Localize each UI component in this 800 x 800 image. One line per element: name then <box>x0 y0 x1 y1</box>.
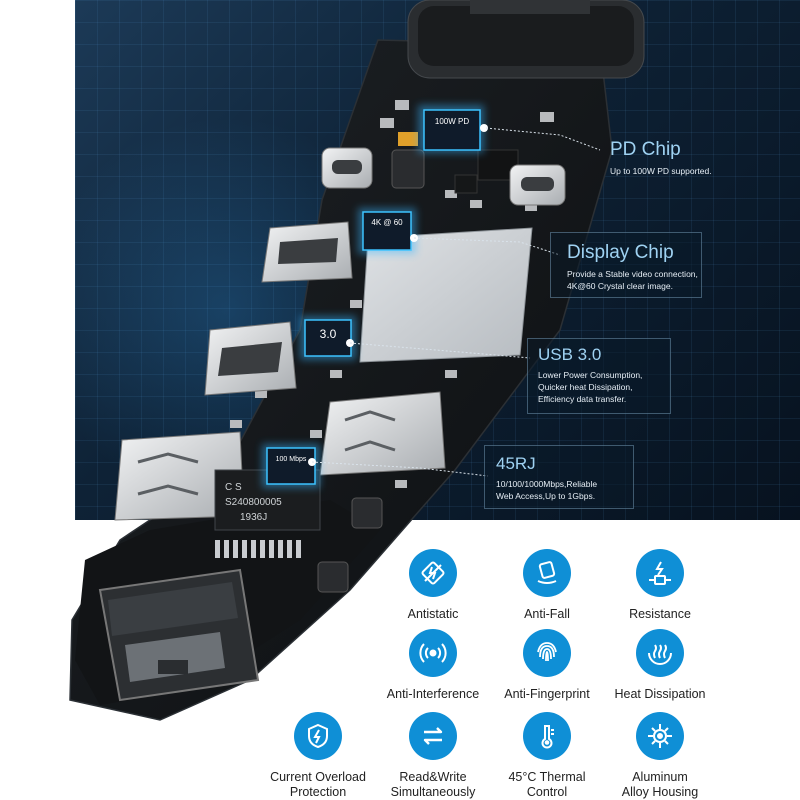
hdmi-port <box>204 321 297 396</box>
antistatic-icon <box>409 549 457 597</box>
callout-pd-chip: PD Chip Up to 100W PD supported. <box>610 140 712 177</box>
feature-antistatic: Antistatic <box>373 549 493 622</box>
chip-display-label: 4K @ 60 <box>371 218 403 227</box>
read-write-arrows-icon <box>409 712 457 760</box>
chip-display: 4K @ 60 <box>358 208 418 254</box>
feature-label: Antistatic <box>407 607 459 621</box>
pin-header <box>215 540 301 558</box>
feature-label: Resistance <box>629 607 691 621</box>
display-callout-box <box>550 232 702 298</box>
callout-45rj: 45RJ 10/100/1000Mbps,Reliable Web Access… <box>496 455 597 502</box>
transformer-line-3: 1936J <box>240 512 267 523</box>
feature-anti-fingerprint: Anti-Fingerprint <box>487 629 607 702</box>
feature-label: Anti-Interference <box>386 687 480 701</box>
rj45-port <box>98 568 260 702</box>
feature-label: Anti-Fingerprint <box>504 687 590 701</box>
chip-usb: 3.0 <box>300 316 356 360</box>
usb-c-port <box>509 164 566 206</box>
inductor <box>391 149 425 189</box>
chip-lan: 100 Mbps <box>262 444 320 488</box>
feature-anti-fall: Anti-Fall <box>487 549 607 622</box>
thermometer-icon <box>523 712 571 760</box>
callout-desc: 10/100/1000Mbps,Reliable Web Access,Up t… <box>496 479 598 501</box>
callout-usb: USB 3.0 Lower Power Consumption, Quicker… <box>538 346 642 405</box>
tantalum-capacitor <box>398 132 418 146</box>
alloy-housing-icon <box>636 712 684 760</box>
feature-anti-interference: Anti-Interference <box>373 629 493 702</box>
feature-label: Heat Dissipation <box>614 687 706 701</box>
transformer-line-1: C S <box>225 482 242 493</box>
transformer-line-2: S240800005 <box>225 497 282 508</box>
callout-leader-lines <box>311 127 601 477</box>
anti-interference-icon <box>409 629 457 677</box>
callout-desc: Up to 100W PD supported. <box>610 166 712 176</box>
usb-a-port <box>319 391 446 476</box>
callout-title: USB 3.0 <box>538 345 602 364</box>
anti-fall-icon <box>523 549 571 597</box>
overload-shield-icon <box>294 712 342 760</box>
hdmi-port <box>261 221 353 283</box>
callout-desc: Provide a Stable video connection, 4K@60… <box>567 269 698 291</box>
feature-resistance: Resistance <box>600 549 720 622</box>
resistance-icon <box>636 549 684 597</box>
chip-pd: 100W PD <box>418 105 488 153</box>
fingerprint-icon <box>523 629 571 677</box>
callout-title: PD Chip <box>610 139 681 160</box>
feature-label: Anti-Fall <box>524 607 570 621</box>
feature-heat-dissipation: Heat Dissipation <box>600 629 720 702</box>
display-chip-shield <box>359 227 533 363</box>
rj45-callout-box <box>484 445 634 509</box>
usb-c-port <box>321 147 373 189</box>
callout-desc: Lower Power Consumption, Quicker heat Di… <box>538 370 643 404</box>
callout-title: Display Chip <box>567 242 674 263</box>
callout-display-chip: Display Chip Provide a Stable video conn… <box>567 243 698 292</box>
chip-lan-label: 100 Mbps <box>276 456 307 463</box>
usb-a-port <box>114 431 245 521</box>
chip-pd-label: 100W PD <box>435 117 469 126</box>
power-inductors <box>317 497 383 593</box>
usb-c-connector <box>407 0 645 79</box>
usb-callout-box <box>527 338 671 414</box>
chip-usb-label: 3.0 <box>320 327 337 341</box>
ic-small <box>454 174 478 194</box>
heat-dissipation-icon <box>636 629 684 677</box>
callout-title: 45RJ <box>496 454 536 473</box>
